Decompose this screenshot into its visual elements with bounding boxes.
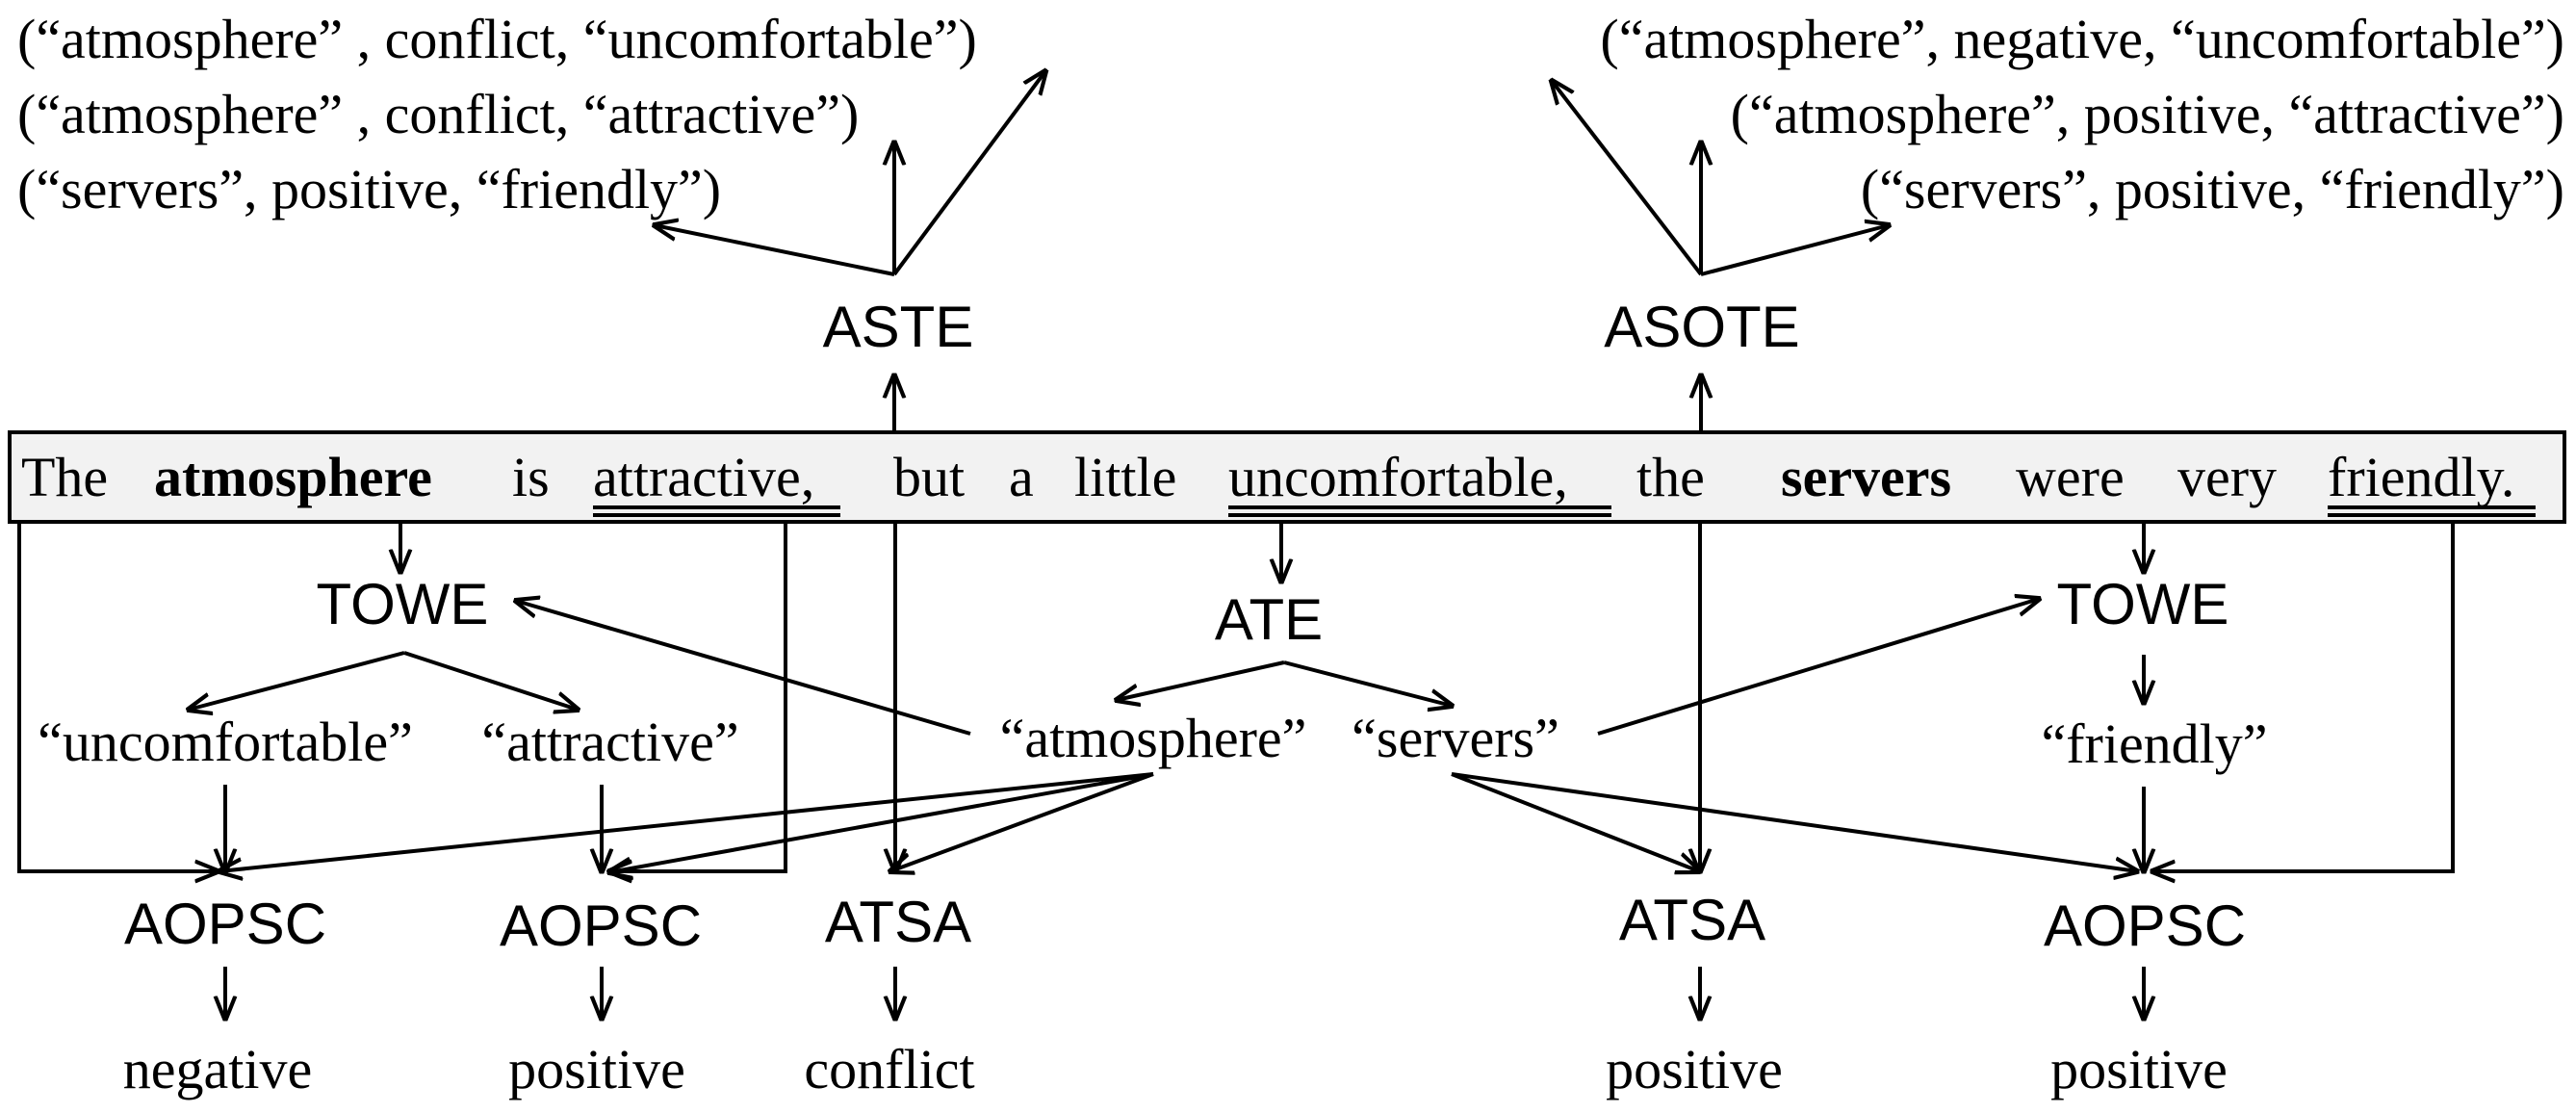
term-servers: “servers” — [1352, 707, 1559, 769]
aspect-word-atmosphere: atmosphere — [154, 446, 432, 508]
word-very: very — [2177, 446, 2277, 508]
arrow-towe-attractive — [403, 651, 578, 710]
term-uncomfortable: “uncomfortable” — [38, 711, 413, 773]
word-the-2: the — [1636, 446, 1705, 508]
bracket-attractive-aopsc — [609, 522, 787, 871]
word-but: but — [893, 446, 965, 508]
opinion-word-uncomfortable: uncomfortable, — [1228, 446, 1568, 508]
asote-triplet-2: (“atmosphere”, positive, “attractive”) — [1731, 83, 2564, 145]
sentence: The atmosphere is attractive, but a litt… — [21, 446, 2514, 508]
bracket-left-aopsc — [17, 522, 218, 871]
term-friendly: “friendly” — [2041, 712, 2267, 775]
word-is: is — [512, 446, 550, 508]
output-negative: negative — [123, 1038, 312, 1100]
arrow-atmosphere-aopsc-1 — [219, 772, 1154, 871]
word-were: were — [2016, 446, 2125, 508]
arrow-aste-triplet-3 — [655, 225, 895, 276]
word-a: a — [1009, 446, 1034, 508]
atsa-atmosphere-label: ATSA — [825, 890, 971, 954]
arrow-asote-triplet-1 — [1552, 81, 1703, 276]
ate-label: ATE — [1215, 587, 1323, 652]
aopsc-uncomfortable-label: AOPSC — [124, 892, 326, 956]
arrow-ate-atmosphere — [1117, 660, 1285, 700]
aste-triplet-3: (“servers”, positive, “friendly”) — [17, 158, 721, 220]
term-atmosphere: “atmosphere” — [1000, 707, 1307, 769]
asote-triplets: (“atmosphere”, negative, “uncomfortable”… — [1600, 8, 2564, 220]
arrow-aste-triplet-1 — [892, 71, 1045, 276]
opinion-underlines — [593, 505, 2536, 517]
arrow-atmosphere-aopsc-2 — [609, 772, 1154, 872]
atsa-servers-label: ATSA — [1619, 888, 1765, 952]
aspect-word-servers: servers — [1781, 446, 1951, 508]
bracket-right-aopsc — [2152, 522, 2455, 871]
aopsc-friendly-label: AOPSC — [2044, 893, 2246, 958]
aste-label: ASTE — [823, 295, 974, 359]
asote-label: ASOTE — [1604, 295, 1799, 359]
aste-triplets: (“atmosphere” , conflict, “uncomfortable… — [17, 8, 977, 220]
arrow-ate-servers — [1283, 660, 1452, 706]
word-the: The — [21, 446, 108, 508]
word-little: little — [1074, 446, 1176, 508]
output-positive-servers: positive — [1606, 1038, 1783, 1100]
aopsc-attractive-label: AOPSC — [500, 893, 702, 958]
output-positive-friendly: positive — [2050, 1038, 2228, 1100]
arrow-atmosphere-atsa — [890, 772, 1154, 871]
opinion-word-attractive: attractive, — [593, 446, 814, 508]
arrow-asote-triplet-3 — [1700, 225, 1889, 276]
arrow-servers-to-towe — [1597, 599, 2039, 736]
arrow-servers-atsa — [1451, 772, 1699, 871]
asote-triplet-3: (“servers”, positive, “friendly”) — [1861, 158, 2564, 220]
arrow-towe-uncomfortable — [189, 651, 405, 710]
aste-triplet-1: (“atmosphere” , conflict, “uncomfortable… — [17, 8, 977, 70]
term-attractive: “attractive” — [481, 711, 738, 773]
connectors — [17, 71, 2455, 1019]
towe-left-label: TOWE — [317, 572, 489, 636]
towe-right-label: TOWE — [2057, 572, 2229, 636]
arrow-servers-aopsc — [1451, 772, 2137, 871]
output-conflict: conflict — [804, 1038, 974, 1100]
asote-triplet-1: (“atmosphere”, negative, “uncomfortable”… — [1600, 8, 2564, 70]
output-positive-attractive: positive — [508, 1038, 685, 1100]
opinion-word-friendly: friendly. — [2328, 446, 2514, 508]
aste-triplet-2: (“atmosphere” , conflict, “attractive”) — [17, 83, 859, 145]
